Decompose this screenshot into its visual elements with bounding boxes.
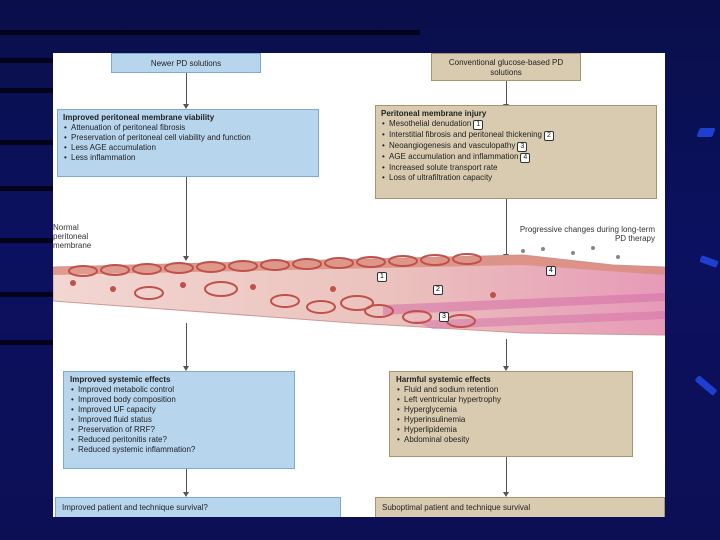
membrane-injury-box: Peritoneal membrane injury Mesothelial d…: [375, 105, 657, 199]
list-item: Improved fluid status: [71, 415, 288, 425]
flow-arrow: [503, 457, 509, 497]
conventional-pd-solutions-box: Conventional glucose-based PD solutions: [431, 53, 581, 81]
slide-accent-mark: [699, 255, 719, 268]
slide-stripe: [0, 58, 60, 63]
improved-survival-box: Improved patient and technique survival?: [55, 497, 341, 517]
membrane-injury-heading: Peritoneal membrane injury: [381, 109, 487, 118]
slide-stripe: [0, 88, 60, 93]
list-item: Loss of ultrafiltration capacity: [382, 173, 651, 183]
slide-stripe: [0, 30, 420, 35]
pd-diagram-figure: Newer PD solutions Conventional glucose-…: [53, 53, 665, 517]
marker-badge: 2: [543, 131, 554, 141]
flow-arrow: [183, 469, 189, 497]
slide-stripe: [0, 238, 58, 243]
flow-arrow: [183, 323, 189, 371]
list-item: Reduced peritonitis rate?: [71, 435, 288, 445]
slide-stripe: [0, 340, 58, 345]
improved-systemic-heading: Improved systemic effects: [70, 375, 171, 384]
list-item: Preservation of peritoneal cell viabilit…: [64, 133, 313, 143]
marker-badge: 4: [520, 153, 531, 163]
suboptimal-survival-label: Suboptimal patient and technique surviva…: [382, 503, 531, 512]
flow-arrow: [183, 73, 189, 109]
marker-badge: 3: [517, 142, 528, 152]
flow-arrow: [183, 177, 189, 261]
flow-arrow: [503, 339, 509, 371]
list-item: Hyperlipidemia: [397, 425, 626, 435]
membrane-marker: 3: [439, 312, 449, 322]
list-item: Less inflammation: [64, 153, 313, 163]
flow-arrow: [503, 81, 509, 109]
improved-systemic-effects-box: Improved systemic effects Improved metab…: [63, 371, 295, 469]
slide-stripe: [0, 140, 58, 145]
membrane-viability-box: Improved peritoneal membrane viability A…: [57, 109, 319, 177]
harmful-systemic-heading: Harmful systemic effects: [396, 375, 491, 384]
list-item: Attenuation of peritoneal fibrosis: [64, 123, 313, 133]
conventional-pd-solutions-label: Conventional glucose-based PD solutions: [448, 58, 564, 77]
normal-membrane-label: Normal peritoneal membrane: [53, 223, 92, 250]
slide-stripe: [0, 292, 58, 297]
suboptimal-survival-box: Suboptimal patient and technique surviva…: [375, 497, 665, 517]
slide-accent-mark: [694, 375, 718, 396]
list-item: Hyperglycemia: [397, 405, 626, 415]
list-item: Increased solute transport rate: [382, 163, 651, 173]
newer-pd-solutions-label: Newer PD solutions: [150, 59, 222, 68]
marker-badge: 1: [473, 120, 484, 130]
membrane-viability-heading: Improved peritoneal membrane viability: [63, 113, 215, 122]
list-item: Improved body composition: [71, 395, 288, 405]
harmful-systemic-effects-box: Harmful systemic effects Fluid and sodiu…: [389, 371, 633, 457]
list-item: Improved metabolic control: [71, 385, 288, 395]
newer-pd-solutions-box: Newer PD solutions: [111, 53, 261, 73]
list-item: Interstitial fibrosis and peritoneal thi…: [382, 130, 651, 141]
membrane-marker: 4: [546, 266, 556, 276]
list-item: Preservation of RRF?: [71, 425, 288, 435]
peritoneal-membrane-illustration: [53, 246, 665, 336]
membrane-marker: 2: [433, 285, 443, 295]
list-item: Reduced systemic inflammation?: [71, 445, 288, 455]
list-item: Less AGE accumulation: [64, 143, 313, 153]
list-item: Hyperinsulinemia: [397, 415, 626, 425]
improved-survival-label: Improved patient and technique survival?: [62, 503, 208, 512]
list-item: Left ventricular hypertrophy: [397, 395, 626, 405]
list-item: Abdominal obesity: [397, 435, 626, 445]
slide-stripe: [0, 186, 58, 191]
membrane-marker: 1: [377, 272, 387, 282]
slide-accent-mark: [696, 128, 716, 137]
list-item: Fluid and sodium retention: [397, 385, 626, 395]
progressive-changes-label: Progressive changes during long-term PD …: [519, 225, 655, 243]
list-item: Improved UF capacity: [71, 405, 288, 415]
